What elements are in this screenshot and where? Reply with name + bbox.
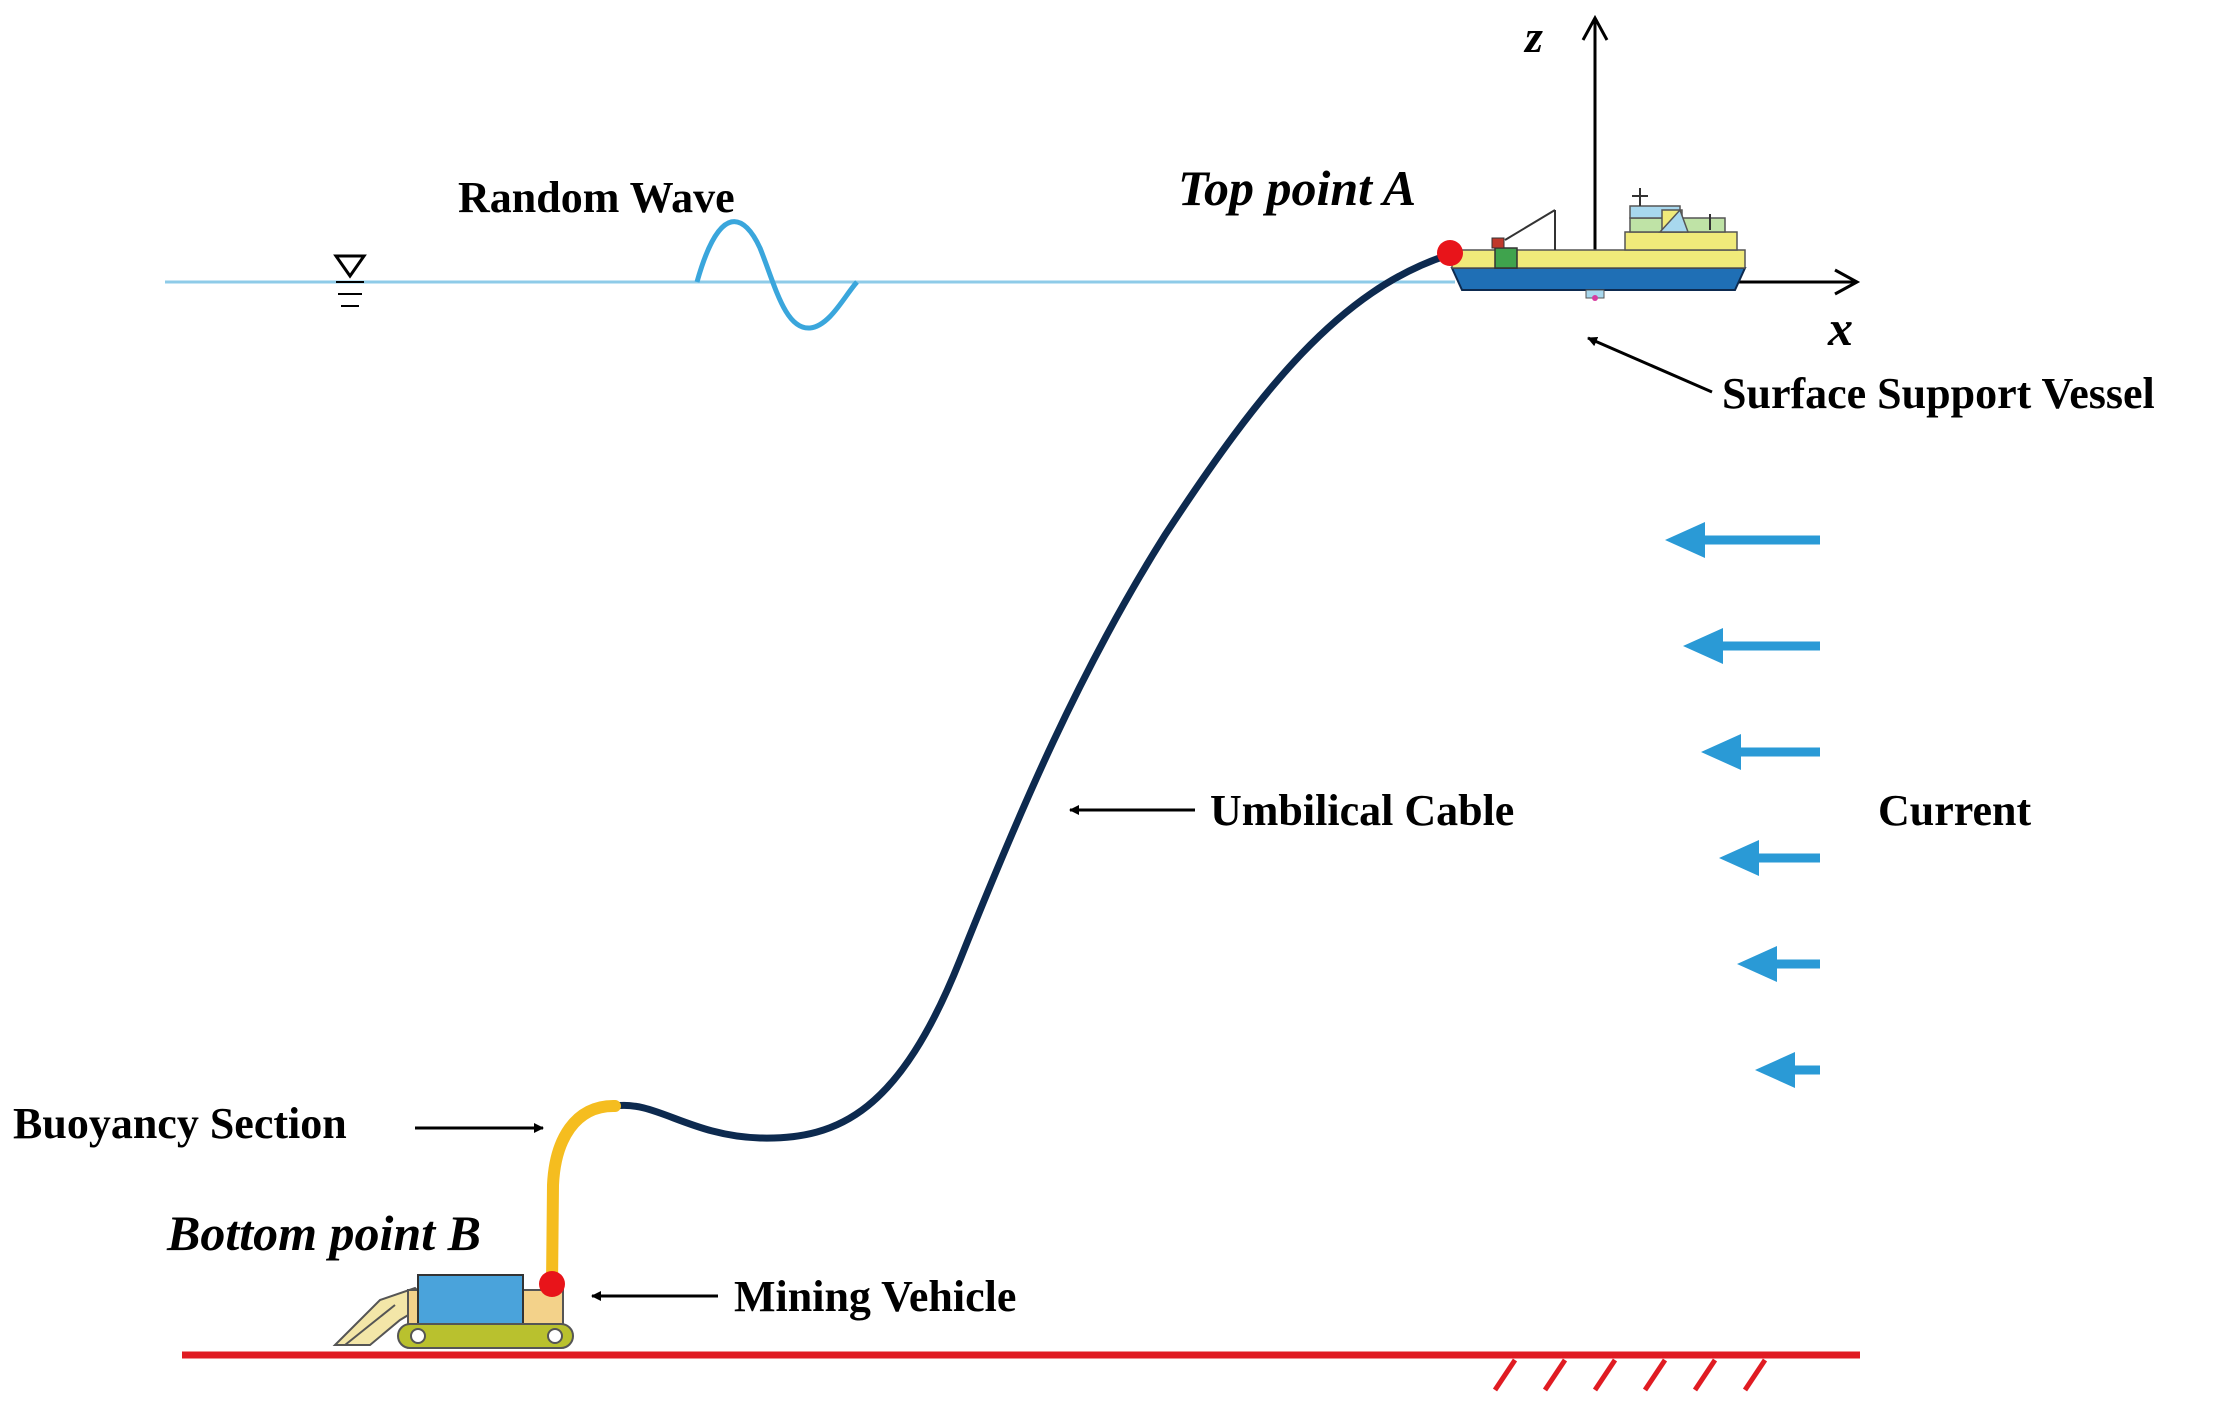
surface-vessel-label: Surface Support Vessel — [1722, 369, 2155, 418]
mining-vehicle-icon — [332, 1274, 574, 1349]
vessel-pointer-arrow — [1587, 336, 1713, 394]
current-arrowhead — [1755, 1052, 1795, 1088]
axis-x-label: x — [1827, 300, 1853, 356]
top-point-a-marker — [1437, 240, 1463, 266]
random-wave-label: Random Wave — [458, 173, 735, 222]
current-arrowhead — [1683, 628, 1723, 664]
top-point-label: Top point A — [1178, 160, 1416, 216]
current-arrowhead — [1701, 734, 1741, 770]
buoyancy-section-label: Buoyancy Section — [13, 1099, 347, 1148]
current-arrowhead — [1665, 522, 1705, 558]
bottom-point-label: Bottom point B — [166, 1205, 481, 1261]
water-level-symbol — [333, 254, 367, 307]
umbilical-cable — [611, 251, 1452, 1142]
surface-vessel-icon — [1450, 188, 1747, 301]
current-arrows — [1665, 522, 1820, 1088]
current-arrowhead — [1719, 840, 1759, 876]
umbilical-cable-label: Umbilical Cable — [1210, 786, 1514, 835]
seabed-hatching — [1492, 1358, 1768, 1392]
mining-vehicle-label: Mining Vehicle — [734, 1272, 1016, 1321]
random-wave-curve — [694, 219, 859, 331]
current-label: Current — [1878, 786, 2032, 835]
buoyancy-section — [546, 1099, 621, 1291]
current-arrowhead — [1737, 946, 1777, 982]
axis-z-label: z — [1523, 11, 1543, 62]
bottom-point-b-marker — [539, 1271, 565, 1297]
